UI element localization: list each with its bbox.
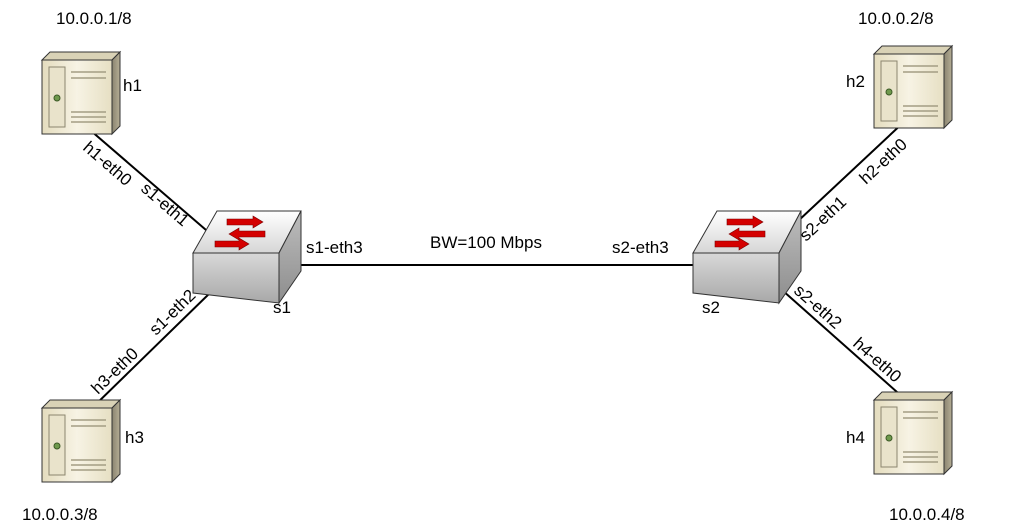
server-icon: [41, 399, 121, 483]
bandwidth-label: BW=100 Mbps: [430, 233, 542, 252]
link-h2-s2: [781, 119, 907, 237]
link-h3-s1: [89, 289, 214, 411]
host-name-h2: h2: [846, 72, 865, 91]
link-h1-s1: [89, 129, 214, 237]
host-name-h4: h4: [846, 428, 865, 447]
switch-name-s1: s1: [273, 298, 291, 317]
server-icon: [41, 51, 121, 135]
port-label-h2-eth0: h2-eth0: [856, 135, 911, 188]
switch-s1[interactable]: [192, 210, 302, 304]
host-h1[interactable]: [41, 51, 121, 135]
host-name-h1: h1: [123, 76, 142, 95]
host-ip-h2: 10.0.0.2/8: [858, 9, 934, 28]
port-label-s2-eth3: s2-eth3: [612, 238, 669, 257]
link-h4-s2: [781, 289, 907, 401]
host-name-h3: h3: [125, 428, 144, 447]
switch-icon: [692, 210, 802, 304]
host-ip-h3: 10.0.0.3/8: [22, 505, 98, 524]
port-label-s1-eth1: s1-eth1: [137, 179, 192, 230]
server-icon: [873, 391, 953, 475]
host-h4[interactable]: [873, 391, 953, 475]
port-label-h3-eth0: h3-eth0: [88, 344, 143, 398]
port-label-s1-eth3: s1-eth3: [306, 238, 363, 257]
port-label-s2-eth2: s2-eth2: [790, 281, 845, 333]
switch-icon: [192, 210, 302, 304]
host-h2[interactable]: [873, 45, 953, 129]
host-ip-h1: 10.0.0.1/8: [56, 9, 132, 28]
host-h3[interactable]: [41, 399, 121, 483]
host-ip-h4: 10.0.0.4/8: [889, 505, 965, 524]
server-icon: [873, 45, 953, 129]
port-label-s2-eth1: s2-eth1: [796, 192, 850, 245]
port-label-h4-eth0: h4-eth0: [849, 334, 905, 386]
switch-s2[interactable]: [692, 210, 802, 304]
switch-name-s2: s2: [702, 298, 720, 317]
